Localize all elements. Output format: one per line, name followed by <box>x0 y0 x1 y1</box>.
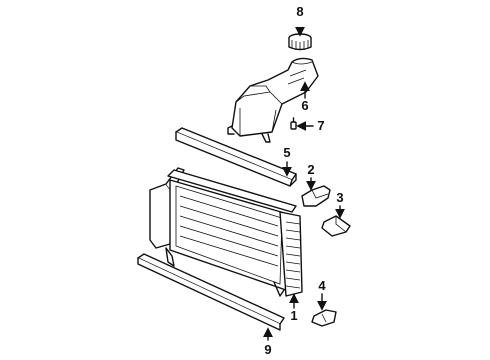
hose-fitting <box>290 117 297 130</box>
callout-4: 4 <box>318 278 326 293</box>
coolant-reservoir <box>227 57 319 143</box>
callout-3: 3 <box>336 190 343 205</box>
callout-1: 1 <box>290 308 297 323</box>
reservoir-cap <box>288 33 312 51</box>
callout-2: 2 <box>307 162 314 177</box>
lower-insulator <box>311 309 337 327</box>
upper-baffle <box>175 127 297 187</box>
radiator <box>149 167 303 297</box>
leader-lines <box>263 27 345 341</box>
upper-insulator <box>301 185 331 207</box>
callout-8: 8 <box>296 4 303 19</box>
mount-pad <box>321 215 351 237</box>
callout-5: 5 <box>283 145 290 160</box>
callout-7: 7 <box>317 118 324 133</box>
callout-6: 6 <box>301 98 308 113</box>
lower-deflector <box>137 253 285 331</box>
callout-9: 9 <box>264 342 271 357</box>
